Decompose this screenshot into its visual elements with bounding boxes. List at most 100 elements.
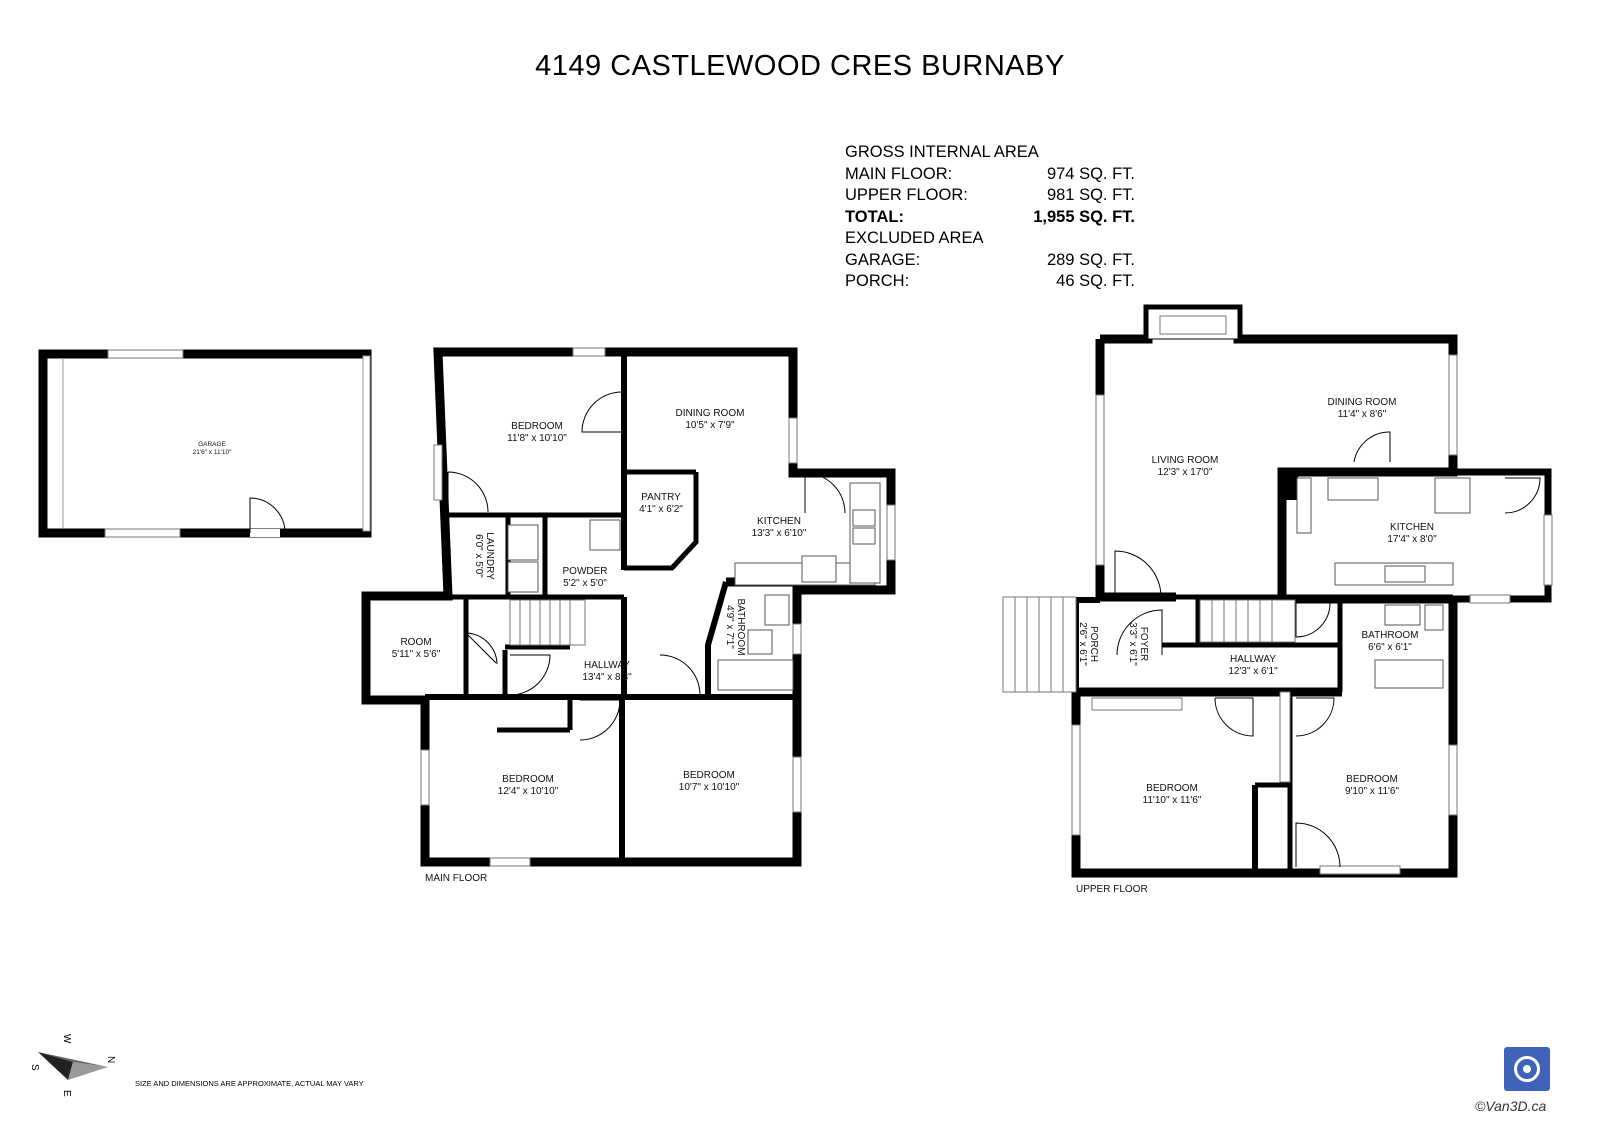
washer — [507, 524, 539, 561]
room-dims: 13'4" x 8'3" — [582, 672, 632, 683]
compass-e: E — [61, 1090, 72, 1097]
room-name: KITCHEN — [1390, 522, 1434, 533]
window — [886, 504, 896, 561]
garage-area-row: GARAGE:289 SQ. FT. — [845, 250, 1135, 269]
bathroom-wall — [705, 581, 729, 697]
door-swing — [804, 472, 846, 514]
room-dims: 11'4" x 8'6" — [1338, 409, 1387, 420]
upper-floor-label: UPPER FLOOR — [1076, 884, 1148, 895]
upper-floor-plan: LIVING ROOM 12'3" x 17'0" DINING ROOM 11… — [1002, 304, 1553, 895]
compass-w: W — [61, 1034, 72, 1044]
door-swing — [581, 391, 623, 433]
room-dims: 11'8" x 10'10" — [507, 433, 567, 444]
door-swing — [1114, 550, 1162, 598]
closet-door — [1279, 691, 1291, 783]
window — [433, 444, 443, 501]
main-floor-area-row: MAIN FLOOR:974 SQ. FT. — [845, 164, 1135, 183]
closet — [1091, 697, 1183, 711]
garage-side-door — [250, 529, 280, 537]
room-name: POWDER — [563, 566, 608, 577]
excluded-area-heading: EXCLUDED AREA — [845, 229, 984, 247]
fridge — [1434, 477, 1471, 514]
room-dims: 6'0" x 5'0" — [473, 534, 484, 578]
room-dims: 12'4" x 10'10" — [498, 786, 559, 797]
window — [1448, 744, 1458, 816]
fireplace-inner — [1159, 315, 1227, 335]
van3d-logo — [1504, 1047, 1550, 1091]
disclaimer: SIZE AND DIMENSIONS ARE APPROXIMATE, ACT… — [135, 1079, 364, 1088]
room-name: PANTRY — [641, 492, 681, 503]
compass-needle — [38, 1052, 108, 1067]
room-dims: 13'3" x 6'10" — [752, 528, 807, 539]
room-dims: 5'2" x 5'0" — [563, 578, 607, 589]
total-area-row: TOTAL:1,955 SQ. FT. — [845, 207, 1135, 226]
room-name: HALLWAY — [584, 660, 630, 671]
door-swing — [509, 654, 551, 696]
room-name: KITCHEN — [757, 516, 801, 527]
kitchen-counter — [1296, 477, 1312, 534]
window — [792, 756, 802, 813]
door-swing — [1295, 697, 1335, 737]
window — [1071, 724, 1081, 836]
door-swing — [659, 654, 701, 696]
room-name: PORCH — [1088, 626, 1099, 662]
room-name: DINING ROOM — [1328, 397, 1397, 408]
bath-toilet — [1424, 604, 1444, 631]
garage-door-opening — [362, 355, 371, 532]
room-name: BEDROOM — [683, 770, 735, 781]
dryer — [507, 561, 539, 593]
logo-ring — [1514, 1056, 1540, 1082]
door-swing — [579, 699, 621, 741]
upper-floor-area-row: UPPER FLOOR:981 SQ. FT. — [845, 186, 1135, 204]
door-swing — [1295, 602, 1331, 638]
stove — [1327, 477, 1379, 501]
door-swing — [465, 632, 498, 665]
credit: ©Van3D.ca — [1475, 1098, 1547, 1114]
room-name: BATHROOM — [1361, 630, 1418, 641]
door-swing — [1214, 697, 1254, 737]
upper-stairs — [1199, 599, 1296, 643]
garage-window — [104, 528, 181, 538]
bathtub — [717, 659, 794, 691]
room-name: HALLWAY — [1230, 654, 1276, 665]
kitchen-sink — [852, 509, 876, 527]
garage-plan: GARAGE 21'6" x 11'10" — [38, 349, 372, 538]
bathtub — [1374, 659, 1444, 689]
room-name: ROOM — [400, 637, 431, 648]
bath-toilet — [747, 629, 773, 655]
porch-area-row: PORCH:46 SQ. FT. — [845, 272, 1135, 290]
wall-column — [1280, 470, 1298, 500]
compass-icon: W N S E — [29, 1034, 116, 1097]
garage-name: GARAGE — [198, 441, 226, 448]
stove — [801, 555, 837, 583]
door-swing — [1295, 822, 1341, 868]
room-dims: 9'10" x 11'6" — [1345, 786, 1400, 797]
door-swing — [447, 471, 489, 513]
window — [572, 347, 606, 357]
room-name: BEDROOM — [502, 774, 554, 785]
window — [1319, 865, 1401, 875]
room-dims: 12'3" x 6'1" — [1228, 666, 1278, 677]
compass-needle — [38, 1052, 73, 1080]
main-stairs — [509, 599, 586, 646]
room-dims: 17'4" x 8'0" — [1387, 534, 1437, 545]
room-name: FOYER — [1138, 627, 1149, 661]
room-dims: 4'9" x 7'1" — [724, 605, 735, 649]
room-name: DINING ROOM — [676, 408, 745, 419]
door-swing — [1504, 477, 1541, 514]
garage-window — [107, 349, 184, 359]
room-name: LIVING ROOM — [1152, 455, 1219, 466]
room-dims: 11'10" x 11'6" — [1143, 795, 1202, 806]
compass-s: S — [29, 1064, 40, 1071]
logo-dot — [1523, 1065, 1531, 1073]
kitchen-sink — [852, 527, 876, 545]
window — [1543, 514, 1553, 586]
bath-sink — [1384, 604, 1421, 626]
door-swing — [1353, 431, 1391, 463]
door-swing — [1116, 609, 1163, 656]
window — [792, 623, 802, 655]
main-floor-label: MAIN FLOOR — [425, 873, 487, 884]
gross-area-heading: GROSS INTERNAL AREA — [845, 143, 1039, 161]
room-dims: 6'6" x 6'1" — [1368, 642, 1412, 653]
